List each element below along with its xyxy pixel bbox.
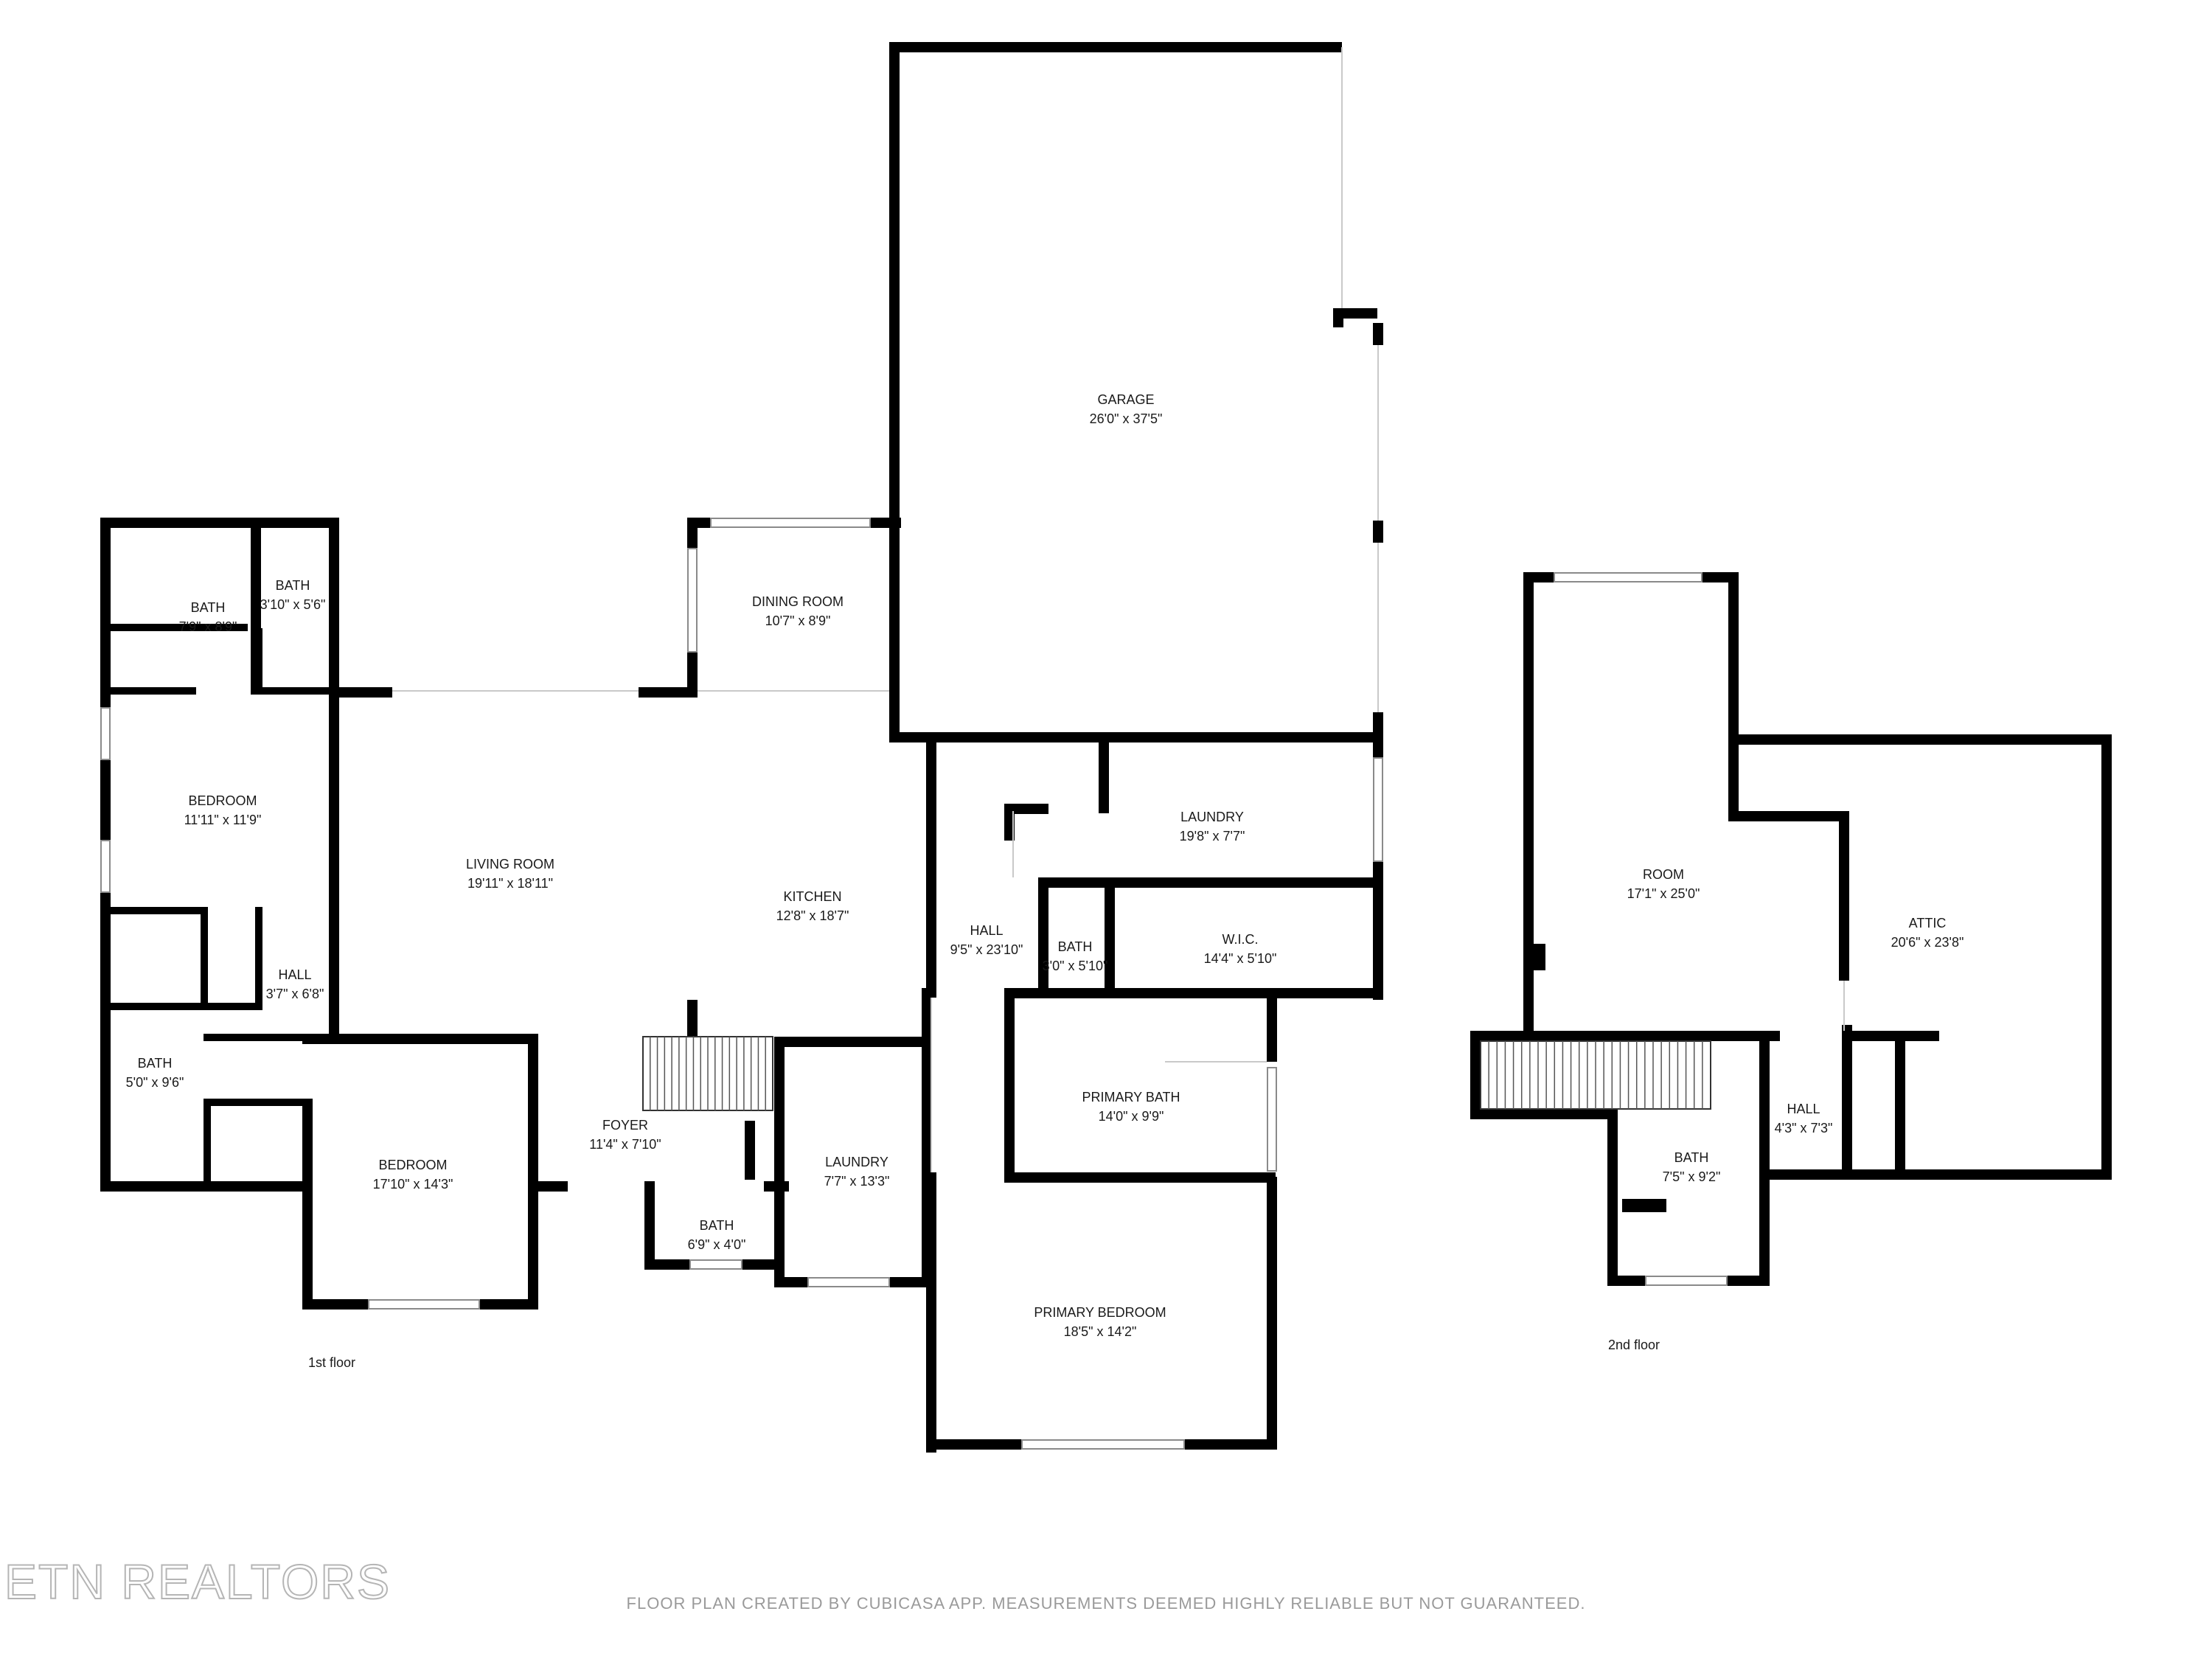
room-bath-d: BATH 5'0" x 9'6" [126,1056,184,1090]
room-name: LAUNDRY [825,1155,888,1169]
room-dims: 26'0" x 37'5" [1090,411,1163,426]
disclaimer-text: FLOOR PLAN CREATED BY CUBICASA APP. MEAS… [627,1594,1586,1613]
room-hall-1: HALL 9'5" x 23'10" [950,923,1023,957]
room-primary-bedroom: PRIMARY BEDROOM 18'5" x 14'2" [1034,1305,1166,1339]
brand-logo: ETN REALTORS [4,1554,391,1609]
room-name: BATH [191,600,226,615]
room-name: PRIMARY BEDROOM [1034,1305,1166,1320]
room-dims: 17'10" x 14'3" [373,1177,453,1192]
room-dims: 18'5" x 14'2" [1064,1324,1137,1339]
room-name: ATTIC [1909,916,1947,931]
room-name: KITCHEN [783,889,841,904]
room-name: HALL [1787,1102,1820,1116]
room-dims: 6'9" x 4'0" [688,1237,746,1252]
second-floor-walls [1470,572,2112,1286]
room-name: BATH [138,1056,173,1071]
room-name: FOYER [602,1118,648,1133]
room-name: BEDROOM [188,793,257,808]
room-dims: 20'6" x 23'8" [1891,935,1964,950]
room-name: DINING ROOM [752,594,844,609]
room-name: BATH [276,578,310,593]
room-wic: W.I.C. 14'4" x 5'10" [1204,932,1277,966]
room-name: GARAGE [1097,392,1154,407]
room-laundry-1: LAUNDRY 19'8" x 7'7" [1180,810,1245,844]
room-dims: 4'3" x 7'3" [1775,1121,1833,1135]
room-bedroom-2: BEDROOM 17'10" x 14'3" [373,1158,453,1192]
room-foyer: FOYER 11'4" x 7'10" [589,1118,661,1152]
room-room-up: ROOM 17'1" x 25'0" [1627,867,1700,901]
room-bath-c: BATH 3'0" x 5'10" [1043,939,1108,973]
stairs-second-floor [1480,1040,1711,1110]
windows [100,518,1728,1450]
room-attic: ATTIC 20'6" x 23'8" [1891,916,1964,950]
room-name: BATH [700,1218,734,1233]
first-floor-label: 1st floor [308,1355,355,1370]
stairs-first-floor [642,1036,773,1111]
room-name: PRIMARY BATH [1082,1090,1180,1105]
room-hall-up: HALL 4'3" x 7'3" [1775,1102,1833,1135]
room-name: BATH [1058,939,1093,954]
room-bath-e: BATH 6'9" x 4'0" [688,1218,746,1252]
room-garage: GARAGE 26'0" x 37'5" [1090,392,1163,426]
room-bath-a: BATH 7'9" x 8'9" [179,600,237,634]
room-bath-b: BATH 3'10" x 5'6" [260,578,326,612]
room-hall-2: HALL 3'7" x 6'8" [266,967,324,1001]
room-dims: 19'11" x 18'11" [467,876,553,891]
room-name: LAUNDRY [1180,810,1244,824]
room-name: HALL [278,967,311,982]
room-name: W.I.C. [1222,932,1259,947]
room-dims: 3'7" x 6'8" [266,987,324,1001]
room-primary-bath: PRIMARY BATH 14'0" x 9'9" [1082,1090,1180,1124]
room-dims: 19'8" x 7'7" [1180,829,1245,844]
room-dims: 3'0" x 5'10" [1043,959,1108,973]
room-dims: 10'7" x 8'9" [765,613,831,628]
room-dims: 7'9" x 8'9" [179,619,237,634]
room-dims: 3'10" x 5'6" [260,597,326,612]
second-floor-label: 2nd floor [1608,1338,1660,1352]
room-dims: 5'0" x 9'6" [126,1075,184,1090]
room-laundry-2: LAUNDRY 7'7" x 13'3" [824,1155,890,1189]
room-dims: 12'8" x 18'7" [776,908,849,923]
room-bath-up: BATH 7'5" x 9'2" [1663,1150,1721,1184]
room-dims: 7'5" x 9'2" [1663,1169,1721,1184]
openings [392,47,1845,1172]
room-living: LIVING ROOM 19'11" x 18'11" [466,857,554,891]
room-name: HALL [970,923,1003,938]
room-name: LIVING ROOM [466,857,554,872]
room-dims: 7'7" x 13'3" [824,1174,890,1189]
room-dims: 14'0" x 9'9" [1099,1109,1164,1124]
room-name: BATH [1674,1150,1709,1165]
room-labels: BATH 7'9" x 8'9" BATH 3'10" x 5'6" DINING … [126,392,1964,1339]
room-kitchen: KITCHEN 12'8" x 18'7" [776,889,849,923]
room-dims: 11'11" x 11'9" [184,813,262,827]
room-bedroom-1: BEDROOM 11'11" x 11'9" [184,793,262,827]
room-name: ROOM [1643,867,1684,882]
room-name: BEDROOM [378,1158,447,1172]
room-dims: 14'4" x 5'10" [1204,951,1277,966]
room-dims: 17'1" x 25'0" [1627,886,1700,901]
room-dims: 11'4" x 7'10" [589,1137,661,1152]
room-dims: 9'5" x 23'10" [950,942,1023,957]
room-dining: DINING ROOM 10'7" x 8'9" [752,594,844,628]
